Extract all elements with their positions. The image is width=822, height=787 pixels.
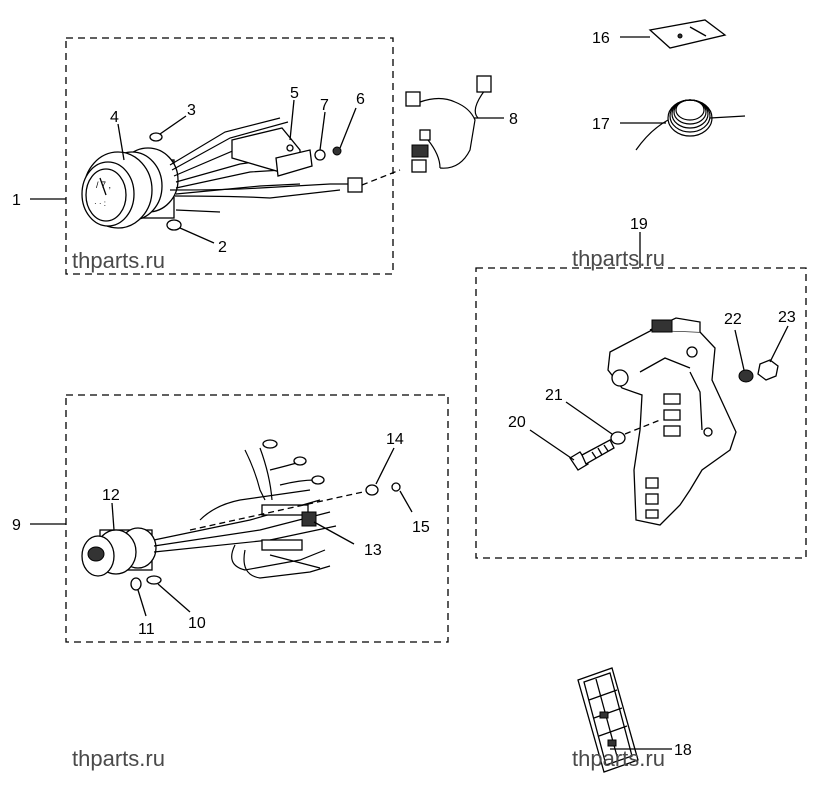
wire-harness-8: [405, 75, 492, 173]
callout-15: 15: [412, 519, 430, 536]
group-9-dashed-box: [65, 394, 449, 643]
callout-16: 16: [592, 30, 610, 47]
callout-6: 6: [356, 91, 365, 108]
mounting-bracket: [607, 317, 737, 526]
group-19-bracket-assembly: [475, 232, 807, 559]
leader-lines: [111, 36, 789, 750]
grommet-16: [648, 19, 727, 49]
cap-11: [130, 577, 142, 591]
callout-labels: 1 2 3 4 5 6 7 8 9 10 11 12 13 14 15 16 1…: [12, 30, 796, 759]
coiled-cable-17: [635, 99, 746, 151]
callout-1: 1: [12, 192, 21, 209]
callout-22: 22: [724, 311, 742, 328]
watermark-4: thparts.ru: [572, 746, 665, 771]
callout-21: 21: [545, 387, 563, 404]
watermark-1: thparts.ru: [72, 248, 165, 273]
bolt-20: [569, 439, 615, 471]
label-plate-18: [577, 667, 639, 773]
callout-23: 23: [778, 309, 796, 326]
callout-5: 5: [290, 85, 299, 102]
holder-13: [301, 511, 317, 527]
nut-23: [757, 359, 779, 381]
washer-10: [146, 575, 162, 585]
callout-18: 18: [674, 742, 692, 759]
callout-12: 12: [102, 487, 120, 504]
watermark-3: thparts.ru: [72, 746, 165, 771]
callout-8: 8: [509, 111, 518, 128]
watermark-2: thparts.ru: [572, 246, 665, 271]
washer-22: [738, 369, 754, 383]
nut-6: [332, 146, 342, 156]
group-1-dashed-box: [65, 37, 394, 275]
callout-14: 14: [386, 431, 404, 448]
callout-7: 7: [320, 97, 329, 114]
watermarks: thparts.ru thparts.ru thparts.ru thparts…: [72, 246, 665, 771]
washer-21: [610, 431, 626, 445]
tachometer-gauge: / 7 , · · :: [81, 147, 179, 229]
callout-4: 4: [110, 109, 119, 126]
callout-19: 19: [630, 216, 648, 233]
callout-2: 2: [218, 239, 227, 256]
callout-11: 11: [138, 621, 155, 638]
callout-17: 17: [592, 116, 610, 133]
group-9-switch-assembly: [30, 394, 449, 643]
callout-9: 9: [12, 517, 21, 534]
svg-text:/ 7 ,: / 7 ,: [96, 180, 111, 190]
callout-20: 20: [508, 414, 526, 431]
switch-wire-bundle: [153, 439, 373, 579]
callout-10: 10: [188, 615, 206, 632]
key-switch: [81, 527, 157, 577]
svg-text:· · :: · · :: [94, 199, 106, 208]
screw-15: [391, 482, 401, 492]
callout-13: 13: [364, 542, 382, 559]
callout-3: 3: [187, 102, 196, 119]
group-1-meter-assembly: / 7 , · · :: [30, 37, 401, 275]
washer-2: [166, 219, 182, 231]
washer-7: [314, 149, 326, 161]
washer-14: [365, 484, 379, 496]
washer-3: [149, 132, 163, 142]
meter-bracket: [231, 127, 313, 177]
group-19-dashed-box: [475, 267, 807, 559]
